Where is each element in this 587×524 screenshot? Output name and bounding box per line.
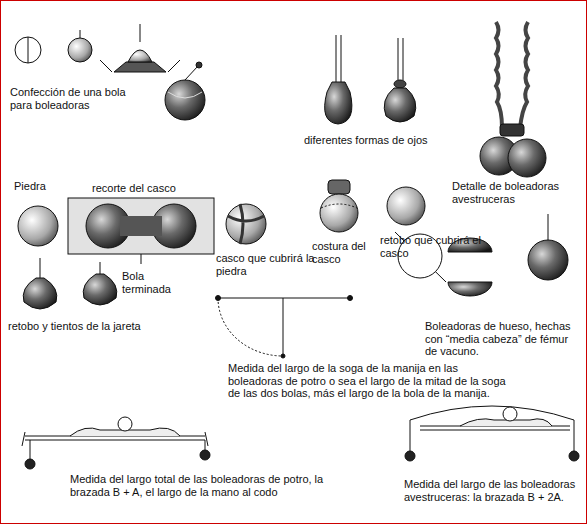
rope-measure-sketch: [216, 296, 353, 359]
ball-eyes: [384, 88, 416, 122]
ball-eyes: [336, 35, 337, 82]
caption-label: Boleadoras de hueso, hechas con “media c…: [425, 320, 577, 358]
finished-balls: [40, 258, 41, 278]
bone-boleadoras: [528, 240, 568, 280]
arm-span-figure: [200, 450, 210, 460]
finished-balls: [23, 258, 117, 309]
arm-span-figure-ostrich: [410, 406, 574, 420]
caption-label: diferentes formas de ojos: [304, 134, 444, 147]
arm-span-figure-ostrich: [410, 420, 411, 452]
arm-span-figure: [22, 432, 208, 446]
casing-cutout: [141, 254, 142, 264]
ball-eyes: [394, 80, 406, 88]
ball-making: [165, 80, 205, 120]
arm-span-figure-ostrich: [405, 406, 579, 461]
ball-making: [168, 92, 202, 98]
ball-making: [114, 62, 166, 72]
casing-ball: [228, 204, 264, 244]
finished-balls: [83, 274, 117, 305]
caption-label: retobo y tientos de la jareta: [8, 320, 178, 333]
arm-span-figure-ostrich: [405, 451, 415, 461]
arm-span-figure: [25, 440, 205, 441]
ostrich-boleadoras-detail: [496, 22, 502, 128]
stone: [18, 206, 58, 246]
caption-label: Piedra: [14, 180, 74, 193]
arm-span-figure: [25, 459, 35, 469]
ball-eyes: [325, 35, 416, 124]
arm-span-figure-ostrich: [420, 430, 570, 431]
ball-making: [68, 38, 92, 62]
ball-making: [128, 50, 152, 62]
caption-label: Medida del largo de la soga de la manija…: [228, 362, 510, 400]
rope-measure-sketch: [348, 296, 353, 301]
casing-ball: [226, 204, 266, 244]
arm-span-figure: [205, 440, 206, 450]
covered-ball: [387, 187, 425, 225]
stitched-ball: [321, 204, 357, 208]
finished-balls: [100, 262, 101, 274]
stone: [18, 206, 58, 246]
arm-span-figure: [22, 417, 210, 469]
ostrich-boleadoras-detail: [520, 22, 528, 128]
ball-eyes: [325, 82, 352, 124]
ball-making: [80, 30, 81, 38]
caption-label: retobo que cubrirá el casco: [380, 234, 484, 259]
stitched-ball: [320, 180, 358, 232]
caption-label: Confección de una bola para boleadoras: [10, 86, 138, 111]
rope-measure-sketch: [283, 298, 284, 356]
casing-cutout: [68, 198, 214, 264]
ball-making: [140, 24, 141, 42]
ball-making: [185, 66, 198, 80]
rope-measure-sketch: [218, 298, 350, 299]
caption-label: Bola terminada: [122, 270, 186, 295]
arm-span-figure: [118, 417, 132, 431]
finished-balls: [23, 278, 57, 309]
rope-measure-sketch: [218, 298, 283, 356]
arm-span-figure-ostrich: [569, 451, 579, 461]
arm-span-figure-ostrich: [574, 420, 575, 452]
casing-cutout: [68, 198, 214, 254]
ball-eyes: [341, 35, 342, 82]
caption-label: casco que cubrirá la piedra: [216, 252, 316, 277]
ball-making: [15, 37, 41, 63]
ball-making: [196, 62, 202, 68]
bone-boleadoras: [395, 214, 568, 296]
arm-span-figure: [30, 440, 31, 460]
caption-label: Medida del largo de las boleadoras avest…: [404, 478, 580, 503]
ball-making: [100, 60, 180, 72]
casing-cutout: [120, 216, 162, 236]
caption-label: recorte del casco: [92, 182, 202, 195]
ostrich-boleadoras-detail: [500, 124, 524, 136]
stitched-ball: [320, 194, 358, 232]
bone-boleadoras: [448, 282, 492, 296]
caption-label: Medida del largo total de las boleadoras…: [70, 473, 328, 498]
arm-span-figure-ostrich: [503, 407, 517, 421]
bone-boleadoras: [548, 214, 549, 240]
caption-label: costura del casco: [312, 240, 374, 265]
ball-eyes: [398, 38, 399, 80]
ball-eyes: [403, 38, 404, 80]
ostrich-boleadoras-detail: [508, 139, 546, 177]
covered-ball: [387, 187, 425, 225]
ball-making: [28, 37, 29, 63]
caption-label: Detalle de boleadoras avestruceras: [452, 180, 574, 205]
casing-ball: [226, 204, 266, 244]
ostrich-boleadoras-detail: [480, 22, 546, 177]
stitched-ball: [328, 180, 350, 194]
